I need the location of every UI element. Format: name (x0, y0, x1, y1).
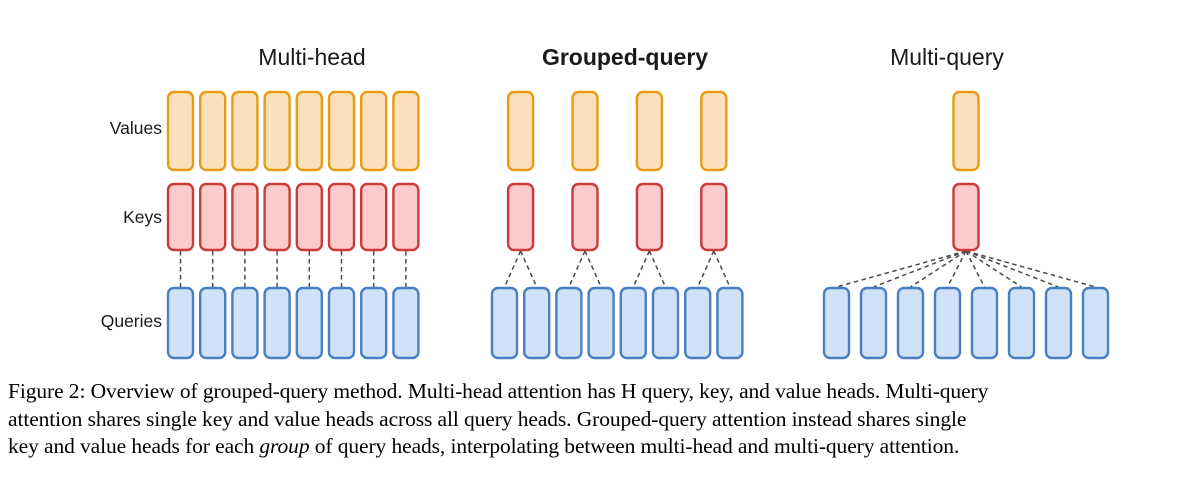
panel-title-multi-query: Multi-query (890, 44, 1004, 70)
row-label-values: Values (110, 118, 162, 138)
connector-group (179, 250, 1096, 288)
multi-head-queries-box-7 (360, 286, 388, 360)
multi-query-connector-key1-query3 (910, 250, 967, 288)
panel-title-multi-head: Multi-head (258, 44, 365, 70)
grouped-query-queries-box-7 (684, 286, 712, 360)
multi-head-queries-box-3 (231, 286, 259, 360)
multi-query-queries-box-5 (970, 286, 999, 360)
multi-head-keys-box-1 (166, 182, 195, 252)
multi-head-keys-box-3 (231, 182, 259, 252)
multi-head-values-box-5 (295, 90, 323, 172)
grouped-query-values-box-1 (506, 90, 535, 172)
multi-head-values-box-1 (166, 90, 195, 172)
multi-head-keys-box-5 (295, 182, 323, 252)
multi-head-queries-box-4 (263, 286, 291, 360)
caption-line: Figure 2: Overview of grouped-query meth… (8, 379, 989, 403)
multi-head-values-box-7 (360, 90, 388, 172)
multi-head-values-box-3 (231, 90, 259, 172)
multi-query-queries-box-6 (1007, 286, 1036, 360)
multi-query-connector-key1-query5 (965, 250, 986, 288)
multi-query-connector-key1-query6 (965, 250, 1022, 288)
multi-query-connector-key1-query1 (836, 250, 967, 288)
multi-head-values-box-4 (263, 90, 291, 172)
grouped-query-connector-key2-query3 (568, 250, 586, 288)
multi-query-connector-key1-query4 (946, 250, 967, 288)
row-label-queries: Queries (101, 311, 163, 331)
grouped-query-values-box-4 (700, 90, 728, 172)
grouped-query-connector-key2-query4 (584, 250, 602, 288)
grouped-query-queries-box-6 (651, 286, 680, 360)
panel-title-grouped-query: Grouped-query (542, 44, 708, 70)
multi-query-connector-key1-query7 (965, 250, 1059, 288)
grouped-query-keys-box-3 (635, 182, 664, 252)
multi-head-queries-box-5 (295, 286, 323, 360)
grouped-query-queries-box-3 (555, 286, 583, 360)
multi-head-values-box-6 (327, 90, 356, 172)
multi-head-queries-box-1 (166, 286, 195, 360)
multi-head-keys-box-7 (360, 182, 388, 252)
caption-line: key and value heads for each group of qu… (8, 434, 960, 458)
grouped-query-connector-key1-query2 (519, 250, 538, 288)
multi-query-values-box-1 (952, 90, 980, 172)
grouped-query-connector-key3-query6 (648, 250, 667, 288)
multi-query-queries-box-2 (859, 286, 888, 360)
multi-head-keys-box-6 (327, 182, 356, 252)
figure-caption: Figure 2: Overview of grouped-query meth… (8, 378, 1192, 461)
multi-head-values-box-2 (198, 90, 227, 172)
grouped-query-keys-box-2 (571, 182, 599, 252)
panel-title-group: Multi-head Grouped-query Multi-query (258, 44, 1004, 70)
grouped-query-connector-key1-query1 (503, 250, 522, 288)
caption-line: attention shares single key and value he… (8, 406, 967, 431)
grouped-query-keys-box-4 (700, 182, 728, 252)
multi-query-queries-box-7 (1044, 286, 1073, 360)
multi-query-queries-box-3 (896, 286, 925, 360)
grouped-query-connector-key3-query5 (632, 250, 651, 288)
multi-query-connector-key1-query2 (873, 250, 967, 288)
multi-head-values-box-8 (392, 90, 420, 172)
multi-head-keys-box-4 (263, 182, 291, 252)
grouped-query-values-box-3 (635, 90, 664, 172)
multi-head-keys-box-8 (392, 182, 420, 252)
grouped-query-keys-box-1 (506, 182, 535, 252)
grouped-query-queries-box-8 (716, 286, 744, 360)
multi-query-queries-box-4 (933, 286, 962, 360)
grouped-query-connector-key4-query8 (713, 250, 731, 288)
grouped-query-queries-box-2 (523, 286, 551, 360)
grouped-query-connector-key4-query7 (697, 250, 715, 288)
multi-query-queries-box-1 (822, 286, 851, 360)
multi-query-connector-key1-query8 (965, 250, 1096, 288)
multi-query-keys-box-1 (952, 182, 980, 252)
caption-emphasis: group (259, 434, 310, 458)
multi-head-queries-box-8 (392, 286, 420, 360)
multi-head-queries-box-6 (327, 286, 356, 360)
grouped-query-queries-box-5 (619, 286, 647, 360)
head-box-group (166, 90, 1110, 360)
multi-query-queries-box-8 (1081, 286, 1110, 360)
multi-head-queries-box-2 (198, 286, 227, 360)
multi-head-keys-box-2 (198, 182, 227, 252)
grouped-query-queries-box-1 (490, 286, 519, 360)
grouped-query-queries-box-4 (587, 286, 615, 360)
row-label-keys: Keys (123, 207, 162, 227)
grouped-query-values-box-2 (571, 90, 599, 172)
